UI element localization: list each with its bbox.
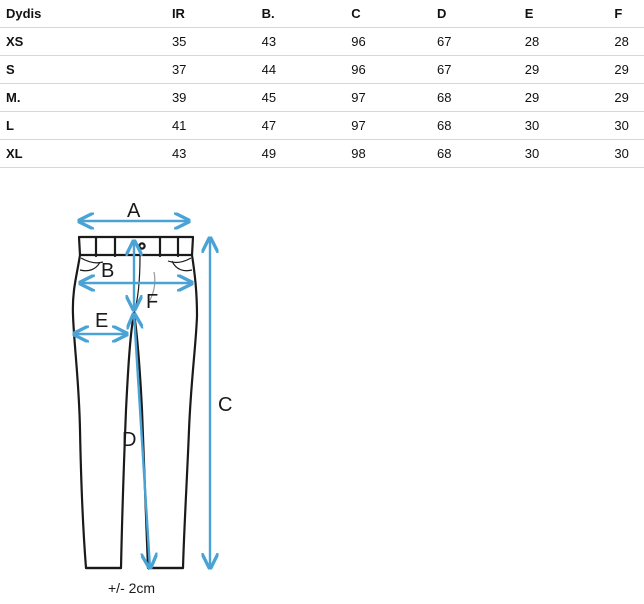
table-cell: 97 — [351, 111, 438, 140]
table-cell: 28 — [524, 27, 615, 56]
table-header-row: Dydis IR B. C D E F — [0, 0, 644, 28]
table-cell: 29 — [614, 83, 644, 112]
table-cell: M. — [0, 83, 172, 112]
table-cell: 30 — [524, 139, 615, 168]
table-cell: 96 — [351, 55, 438, 84]
table-row: S 37 44 96 67 29 29 — [0, 55, 644, 84]
table-cell: 67 — [437, 27, 525, 56]
table-cell: 68 — [437, 83, 525, 112]
table-cell: 68 — [437, 139, 525, 168]
table-row: XS 35 43 96 67 28 28 — [0, 27, 644, 56]
header-d: D — [437, 0, 525, 28]
header-ir: IR — [171, 0, 262, 28]
table-cell: 43 — [171, 139, 262, 168]
table-cell: 43 — [261, 27, 352, 56]
table-cell: 37 — [171, 55, 262, 84]
label-e: E — [95, 310, 108, 332]
table-cell: 30 — [524, 111, 615, 140]
table-cell: 29 — [614, 55, 644, 84]
table-row: L 41 47 97 68 30 30 — [0, 111, 644, 140]
table-cell: 68 — [437, 111, 525, 140]
table-row: M. 39 45 97 68 29 29 — [0, 83, 644, 112]
table-cell: 96 — [351, 27, 438, 56]
table-cell: 35 — [171, 27, 262, 56]
header-b: B. — [261, 0, 352, 28]
header-c: C — [351, 0, 438, 28]
table-cell: 29 — [524, 55, 615, 84]
header-size: Dydis — [0, 0, 172, 28]
label-b: B — [101, 260, 114, 282]
table-cell: 44 — [261, 55, 352, 84]
table-cell: S — [0, 55, 172, 84]
tolerance-note: +/- 2cm — [108, 580, 155, 596]
label-d: D — [122, 429, 136, 451]
pants-measurement-diagram: A B C D E F +/- 2cm — [71, 200, 232, 596]
table-cell: XS — [0, 27, 172, 56]
table-cell: L — [0, 111, 172, 140]
table-cell: 30 — [614, 111, 644, 140]
label-f: F — [146, 291, 158, 313]
table-cell: 47 — [261, 111, 352, 140]
header-e: E — [524, 0, 615, 28]
table-cell: 30 — [614, 139, 644, 168]
label-c: C — [218, 394, 232, 416]
table-cell: XL — [0, 139, 172, 168]
table-row: XL 43 49 98 68 30 30 — [0, 139, 644, 168]
arrow-d — [134, 314, 150, 568]
table-cell: 29 — [524, 83, 615, 112]
table-cell: 41 — [171, 111, 262, 140]
table-cell: 67 — [437, 55, 525, 84]
size-table: Dydis IR B. C D E F XS 35 43 96 67 28 28… — [0, 0, 644, 168]
table-cell: 39 — [171, 83, 262, 112]
measurement-arrows — [74, 221, 210, 568]
table-cell: 49 — [261, 139, 352, 168]
pocket-details — [79, 255, 193, 314]
label-a: A — [127, 200, 141, 222]
header-f: F — [614, 0, 644, 28]
table-cell: 97 — [351, 83, 438, 112]
table-cell: 98 — [351, 139, 438, 168]
table-cell: 28 — [614, 27, 644, 56]
table-cell: 45 — [261, 83, 352, 112]
